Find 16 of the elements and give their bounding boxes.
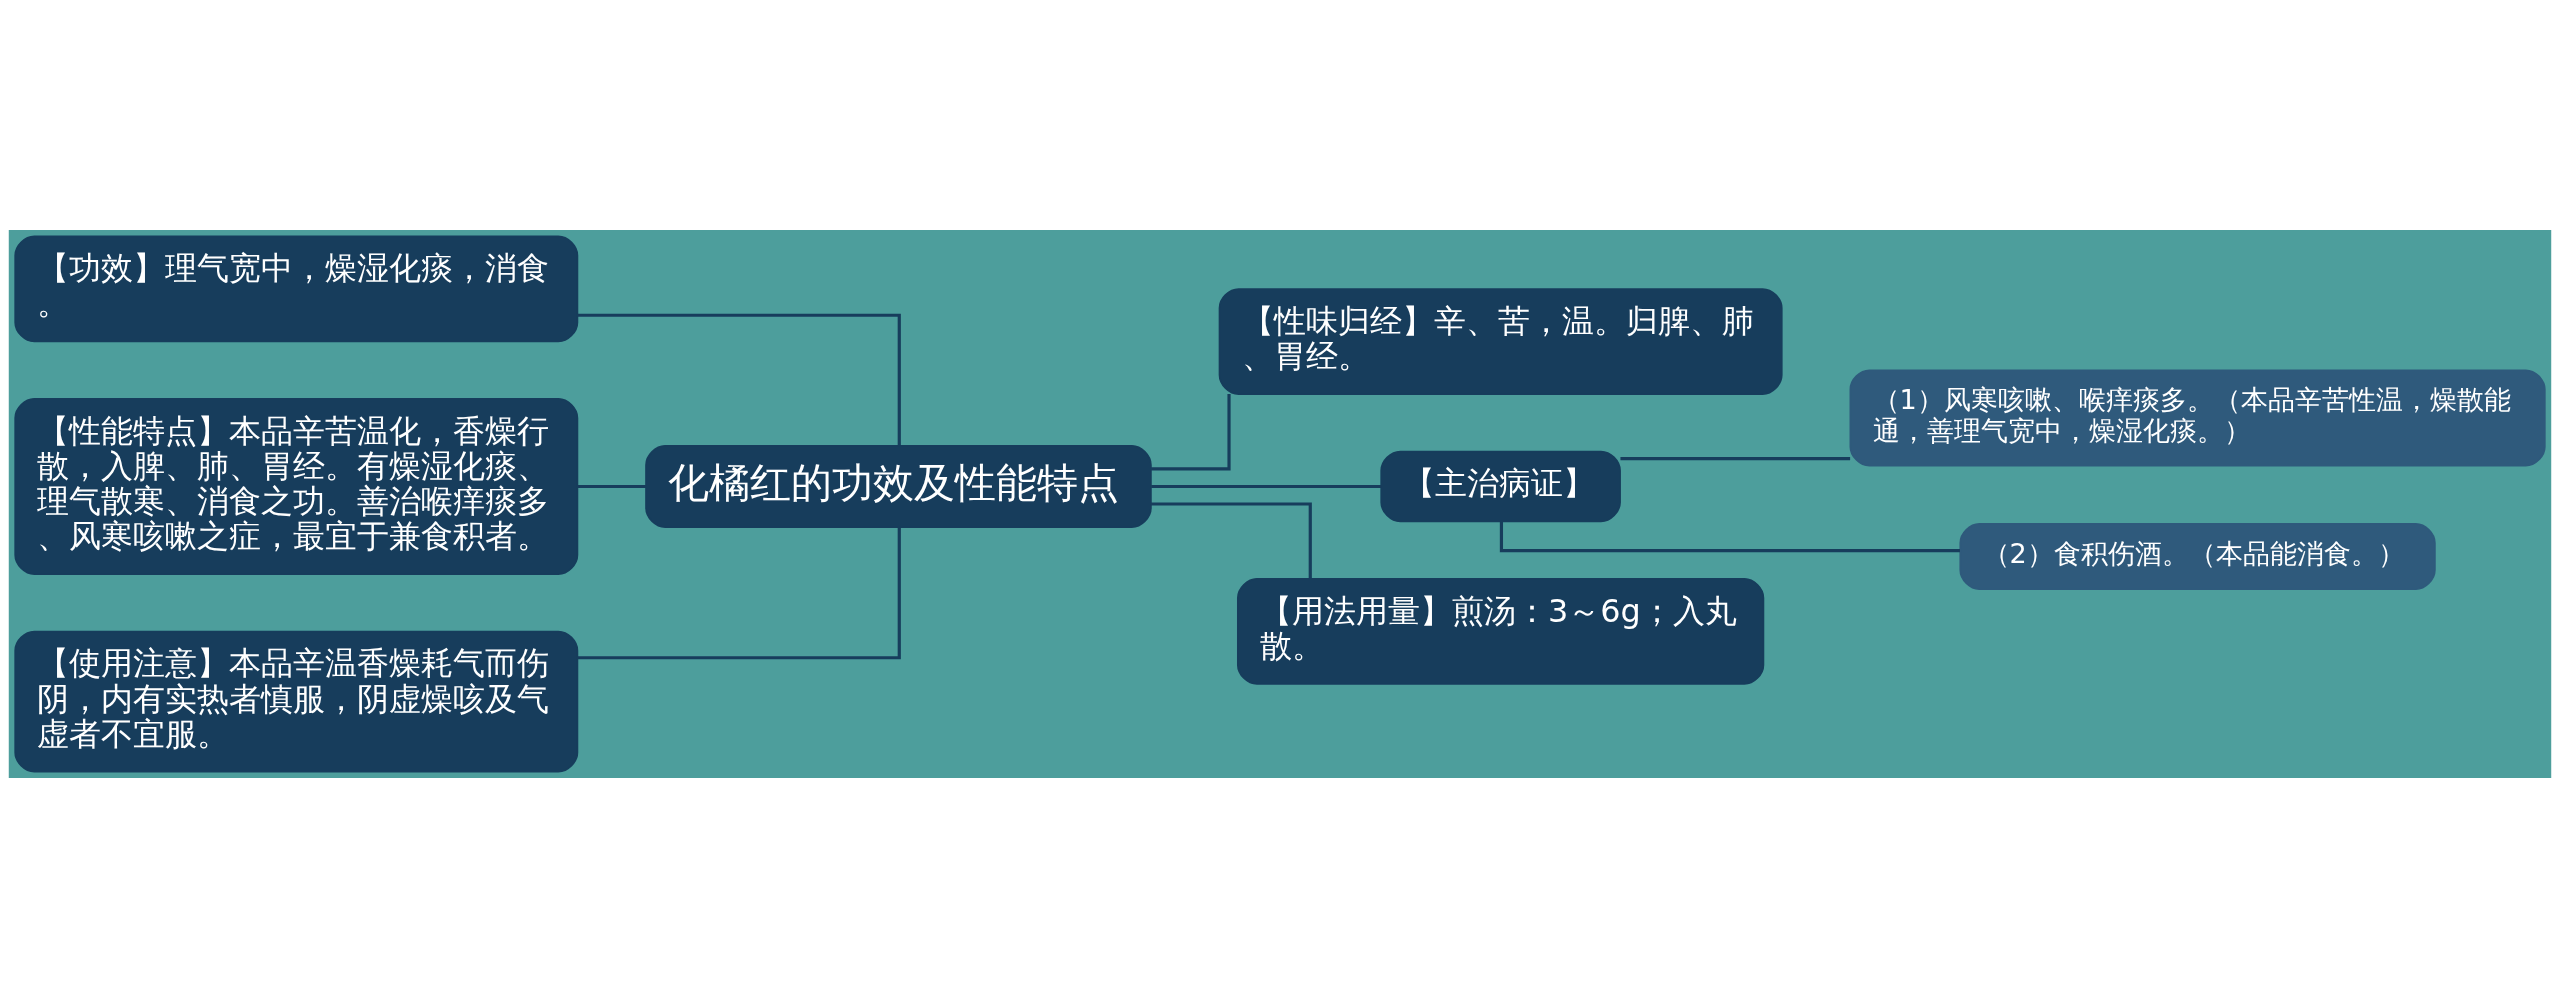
node-box: 化橘红的功效及性能特点 bbox=[645, 445, 1152, 528]
connector bbox=[577, 484, 646, 489]
node-box: （2）食积伤酒。（本品能消食。） bbox=[1959, 523, 2436, 591]
node-box: 【用法用量】煎汤：3～6g；入丸散。 bbox=[1237, 578, 1765, 685]
connector bbox=[1151, 484, 1381, 489]
connector bbox=[1151, 502, 1312, 579]
node-box: 【性能特点】本品辛苦温化，香燥行散，入脾、肺、胃经。有燥湿化痰、理气散寒、消食之功。善治喉痒痰多、风寒咳嗽之症，最宜于兼食积者。 bbox=[14, 398, 579, 575]
node-box: 【功效】理气宽中，燥湿化痰，消食。 bbox=[14, 235, 579, 343]
connector bbox=[1151, 394, 1231, 471]
node-box: 【性味归经】辛、苦，温。归脾、肺、胃经。 bbox=[1218, 288, 1783, 395]
node-box: 【主治病证】 bbox=[1380, 450, 1621, 523]
node-box: （1）风寒咳嗽、喉痒痰多。（本品辛苦性温，燥散能通，善理气宽中，燥湿化痰。） bbox=[1849, 369, 2546, 467]
connector bbox=[1620, 457, 1851, 461]
node-box: 【使用注意】本品辛温香燥耗气而伤阴，内有实热者慎服，阴虚燥咳及气虚者不宜服。 bbox=[14, 630, 579, 773]
connector bbox=[577, 527, 901, 660]
connector bbox=[577, 313, 901, 446]
